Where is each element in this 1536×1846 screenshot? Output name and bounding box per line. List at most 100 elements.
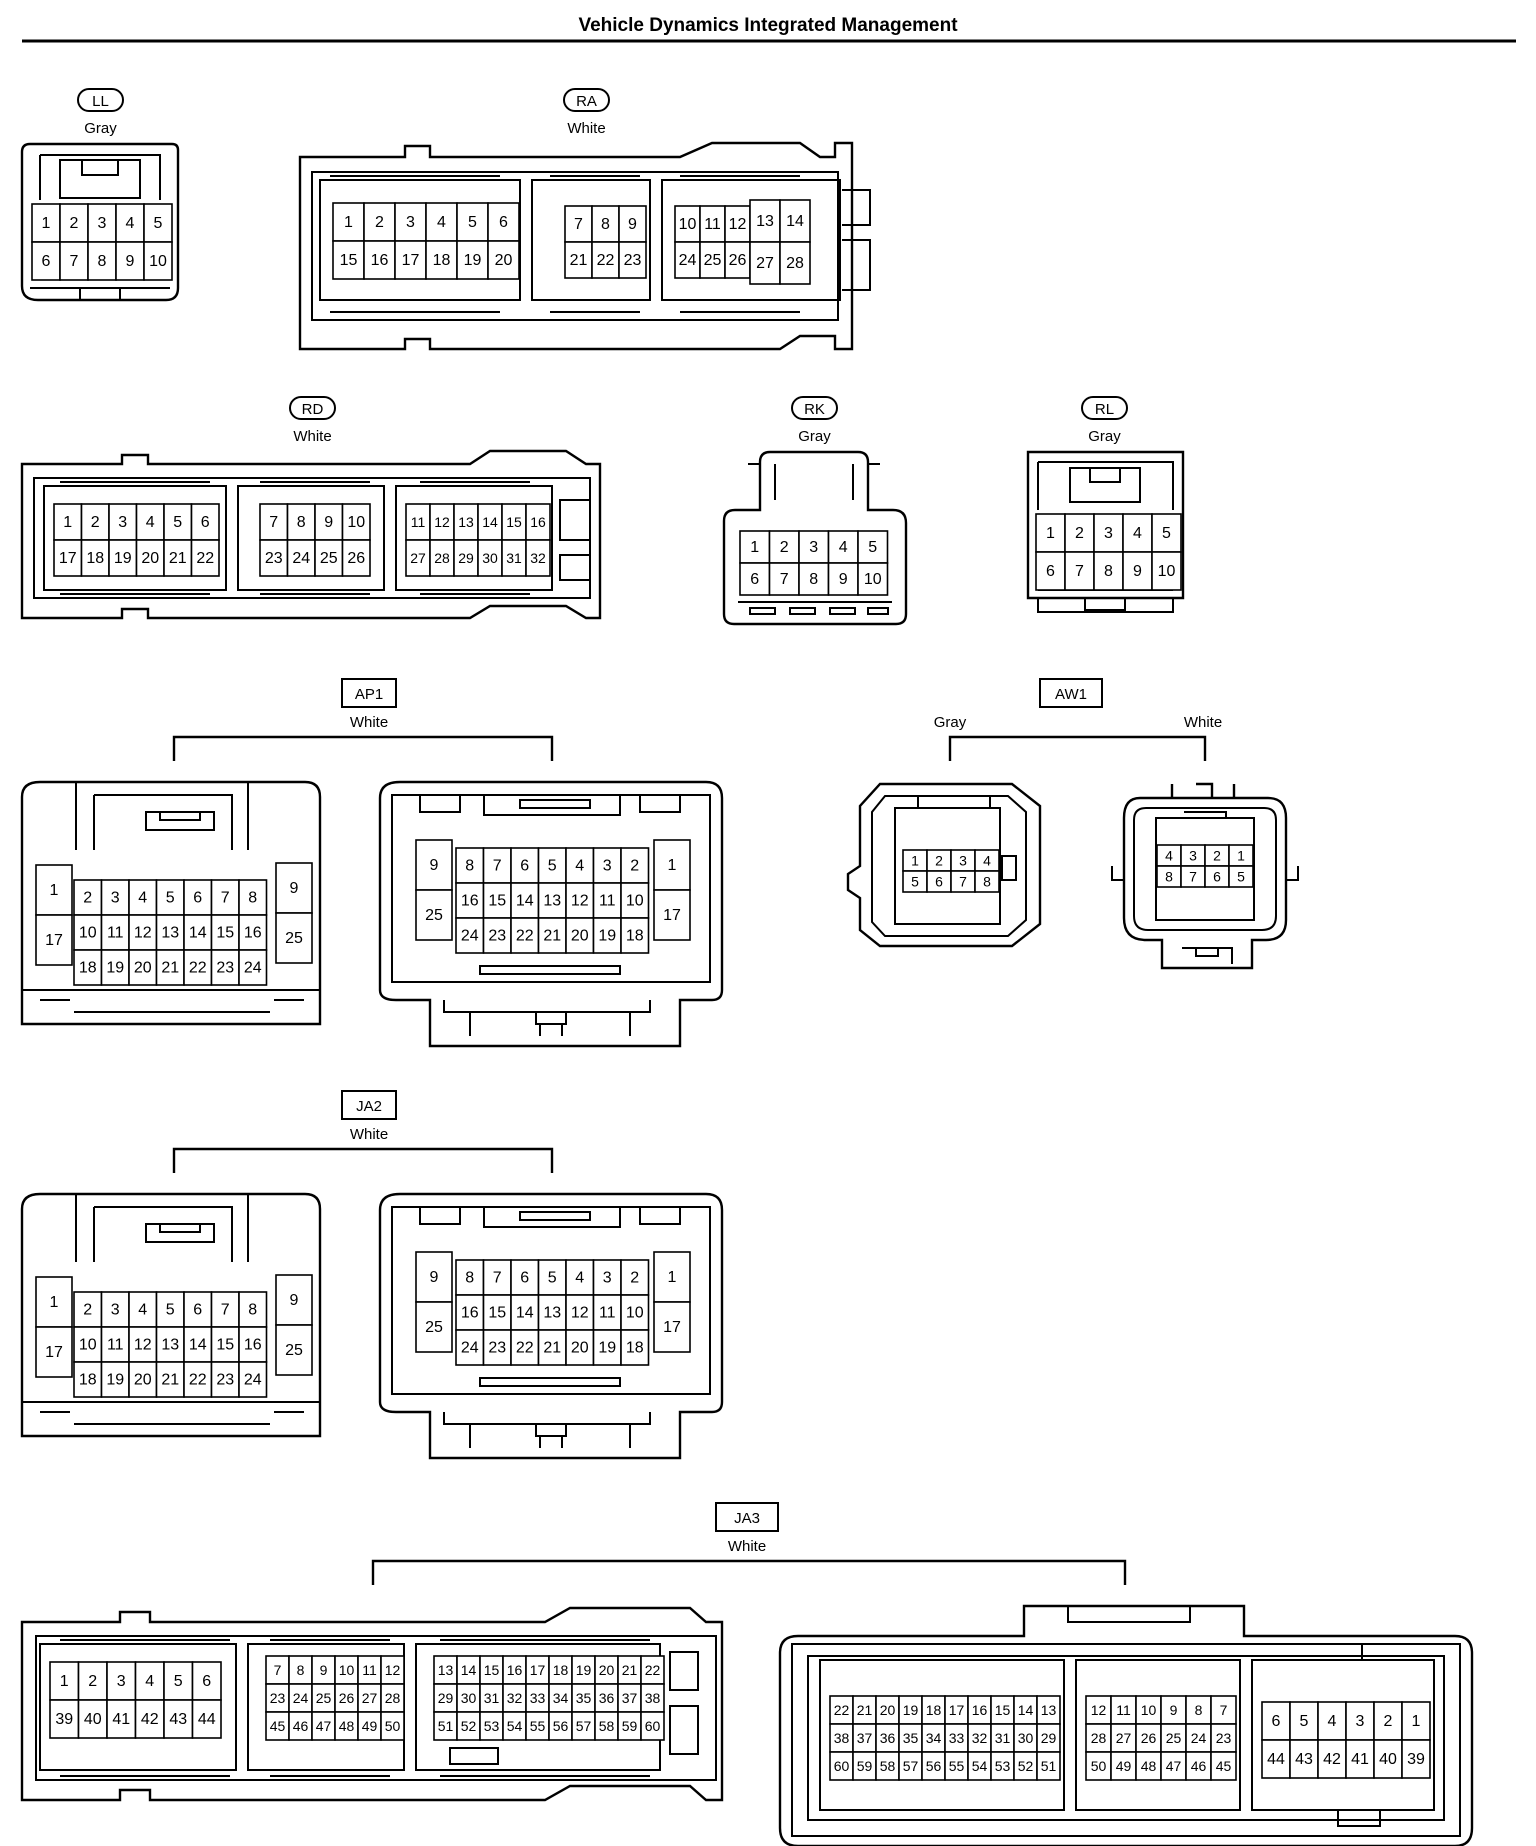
connector-rails — [60, 481, 530, 595]
connector-id: LL — [92, 93, 109, 110]
connector-id: RD — [302, 401, 324, 418]
pin-number: 10 — [1141, 1702, 1157, 1718]
pin-cell — [1093, 551, 1124, 591]
pin-number: 23 — [270, 1690, 286, 1706]
pin-cell — [100, 1326, 130, 1363]
pin-number: 30 — [1018, 1730, 1034, 1746]
pin-number: 43 — [169, 1711, 187, 1728]
pin-number: 1 — [1237, 848, 1245, 864]
pin-cell — [640, 1711, 665, 1741]
connector-color: Gray — [798, 428, 831, 445]
pin-cell — [143, 241, 173, 281]
pin-number: 15 — [488, 1305, 506, 1322]
pin-number: 10 — [149, 253, 167, 270]
pin-cell — [1035, 551, 1066, 591]
connector-inner-frame — [33, 477, 591, 599]
pin-number: 60 — [645, 1718, 661, 1734]
pin-number: 4 — [983, 853, 991, 869]
pin-number: 4 — [145, 1673, 154, 1690]
pin-number: 51 — [438, 1718, 454, 1734]
connector-id-badge — [715, 1502, 779, 1532]
pin-cell — [482, 1259, 512, 1296]
connector-housing-left-inner — [871, 795, 1027, 937]
pin-number: 32 — [972, 1730, 988, 1746]
pin-number: 20 — [571, 928, 589, 945]
pin-number: 4 — [575, 858, 584, 875]
pin-number: 25 — [285, 1342, 303, 1359]
pin-cell — [592, 1329, 622, 1366]
pin-number: 22 — [196, 550, 214, 567]
pin-cell — [135, 539, 165, 577]
pin-number: 17 — [59, 550, 77, 567]
pin-number: 2 — [780, 539, 789, 556]
pin-number: 24 — [679, 252, 697, 269]
pin-cell — [405, 503, 431, 541]
pin-cell — [1093, 513, 1124, 553]
pin-cell — [1261, 1701, 1291, 1741]
pin-number: 2 — [935, 853, 943, 869]
pin-number: 19 — [106, 960, 124, 977]
pin-cell — [275, 1274, 313, 1326]
pin-number: 27 — [362, 1690, 378, 1706]
pin-number: 8 — [248, 890, 257, 907]
pin-number: 21 — [543, 1340, 561, 1357]
pin-number: 14 — [786, 213, 804, 230]
pin-number: 7 — [269, 514, 278, 531]
pin-number: 44 — [198, 1711, 216, 1728]
pin-cell — [674, 241, 701, 279]
pin-number: 12 — [385, 1662, 401, 1678]
pin-number: 2 — [1384, 1713, 1393, 1730]
connector-housing — [20, 449, 602, 620]
pin-number: 53 — [995, 1758, 1011, 1774]
pin-cell — [510, 1329, 540, 1366]
pin-cell — [1160, 1751, 1187, 1781]
pin-number: 13 — [543, 1305, 561, 1322]
pin-number: 11 — [411, 514, 426, 530]
connector-housing-left — [20, 780, 322, 1026]
pin-cell — [620, 917, 650, 954]
pin-number: 19 — [576, 1662, 592, 1678]
pin-cell — [1185, 1723, 1212, 1753]
pin-number: 5 — [1237, 869, 1245, 885]
pin-number: 32 — [507, 1690, 523, 1706]
pin-cell — [1401, 1701, 1431, 1741]
pin-cell — [341, 503, 371, 541]
pin-cell — [653, 1301, 691, 1353]
pin-cell — [1373, 1739, 1403, 1779]
pin-number: 21 — [570, 252, 588, 269]
connector-housing — [298, 141, 854, 351]
pin-number: 3 — [118, 514, 127, 531]
pin-cell — [537, 882, 567, 919]
pin-number: 37 — [622, 1690, 638, 1706]
pin-number: 8 — [465, 1270, 474, 1287]
pin-number: 8 — [1195, 1702, 1203, 1718]
pin-number: 25 — [316, 1690, 332, 1706]
pin-cell — [163, 503, 193, 541]
pin-number: 27 — [1116, 1730, 1132, 1746]
pin-cell — [537, 847, 567, 884]
pin-number: 12 — [434, 514, 450, 530]
pin-number: 20 — [495, 252, 513, 269]
pin-number: 1 — [60, 1673, 69, 1690]
pin-cell — [1317, 1739, 1347, 1779]
pin-number: 5 — [468, 214, 477, 231]
pin-number: 10 — [679, 216, 697, 233]
pin-cell — [190, 539, 220, 577]
pin-number: 14 — [516, 1305, 534, 1322]
pin-cell — [1036, 1751, 1061, 1781]
pin-number: 25 — [425, 1319, 443, 1336]
pin-number: 49 — [362, 1718, 378, 1734]
pin-number: 32 — [530, 550, 546, 566]
pin-number: 11 — [107, 1337, 124, 1354]
pin-cell — [429, 503, 455, 541]
pin-number: 25 — [320, 550, 338, 567]
pin-number: 21 — [161, 1372, 179, 1389]
pin-cell — [1401, 1739, 1431, 1779]
pin-number: 41 — [1351, 1751, 1369, 1768]
pin-number: 20 — [599, 1662, 615, 1678]
pin-number: 23 — [265, 550, 283, 567]
